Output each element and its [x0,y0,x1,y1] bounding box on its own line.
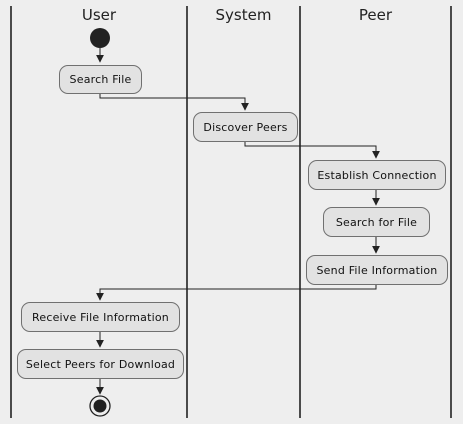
edge-send-to-receive [96,285,377,301]
end-node-inner [93,399,107,413]
lane-title-peer: Peer [358,6,393,24]
activity-search-for-file: Search for File [323,207,430,237]
activity-establish-connection: Establish Connection [308,160,446,190]
edge-search-to-discover [99,94,249,111]
end-node-outer [89,395,111,417]
lane-title-user: User [81,6,117,24]
activity-send-file-information: Send File Information [306,255,448,285]
lane-title-system: System [215,6,272,24]
activity-search-file: Search File [59,65,142,94]
edge-discover-to-establish [244,142,380,159]
activity-discover-peers: Discover Peers [193,112,298,142]
activity-receive-file-information: Receive File Information [21,302,180,332]
start-node [90,28,110,48]
activity-select-peers-for-download: Select Peers for Download [17,349,184,379]
